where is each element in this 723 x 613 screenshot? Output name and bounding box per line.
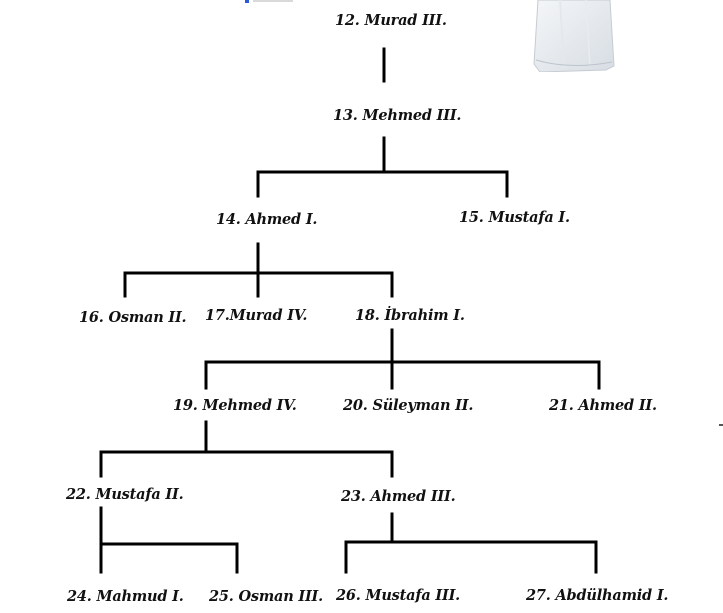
- node-24: 24. Mahmud I.: [66, 588, 184, 605]
- node-21: 21. Ahmed II.: [548, 397, 657, 414]
- node-12: 12. Murad III.: [335, 12, 447, 29]
- node-13: 13. Mehmed III.: [333, 107, 461, 124]
- node-16: 16. Osman II.: [79, 309, 186, 326]
- node-18: 18. İbrahim I.: [355, 305, 465, 324]
- node-26: 26. Mustafa III.: [335, 587, 460, 604]
- node-14: 14. Ahmed I.: [216, 211, 317, 228]
- edge-mark: [719, 424, 723, 426]
- node-labels: 12. Murad III. 13. Mehmed III. 14. Ahmed…: [65, 12, 668, 605]
- node-15: 15. Mustafa I.: [459, 209, 570, 226]
- corner-scrap-gray: [253, 0, 293, 2]
- connector-lines: [99, 47, 601, 574]
- corner-scrap-blue: [245, 0, 249, 3]
- node-20: 20. Süleyman II.: [342, 397, 473, 414]
- corner-scrap: [245, 0, 305, 4]
- node-27: 27. Abdülhamid I.: [525, 587, 668, 604]
- document-thumbnail-image: [533, 0, 615, 72]
- node-23: 23. Ahmed III.: [340, 488, 455, 505]
- node-22: 22. Mustafa II.: [65, 486, 183, 503]
- node-25: 25. Osman III.: [208, 588, 323, 605]
- node-19: 19. Mehmed IV.: [173, 397, 297, 414]
- node-17: 17.Murad IV.: [205, 307, 307, 324]
